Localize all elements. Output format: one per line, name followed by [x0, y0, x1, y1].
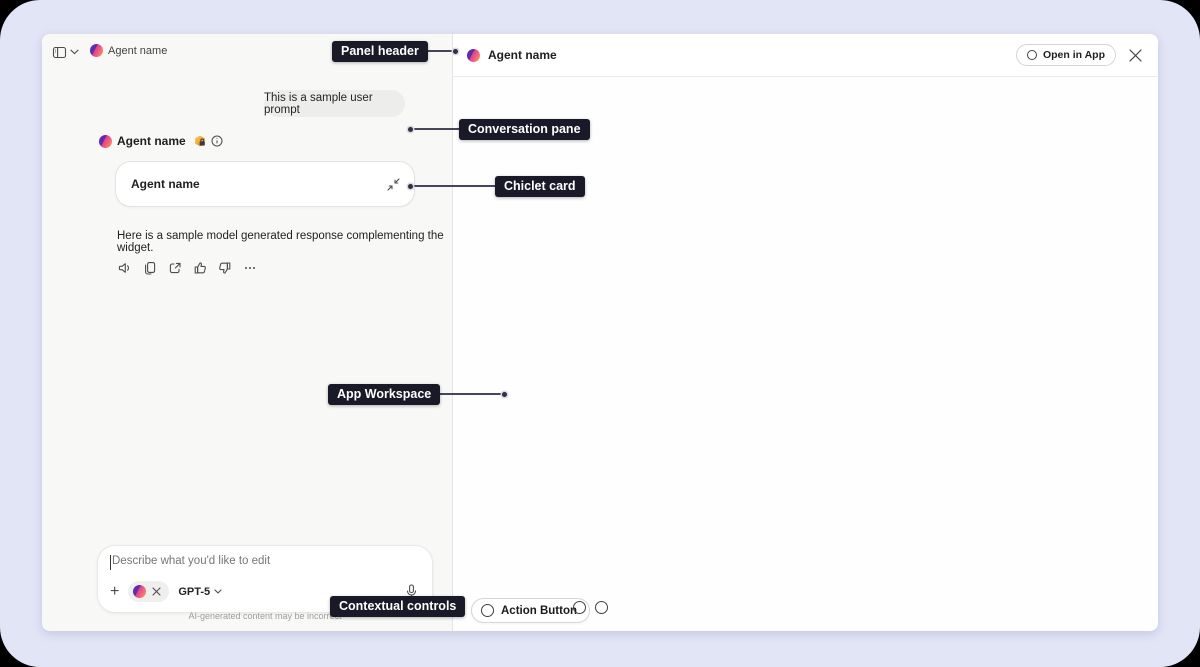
panel-left-icon: [52, 45, 67, 60]
chiclet-card-anchor-dot: [407, 183, 413, 189]
conversation-pane-anchor-dot: [407, 126, 413, 132]
open-in-app-label: Open in App: [1042, 49, 1105, 61]
annotation-conversation-pane: Conversation pane: [459, 119, 590, 140]
assistant-message-header: Agent name: [99, 134, 223, 148]
text-caret: [110, 555, 111, 570]
message-actions-toolbar: [116, 259, 259, 277]
model-selector[interactable]: GPT-5: [178, 586, 222, 598]
user-message-bubble: This is a sample user prompt: [264, 90, 405, 117]
chevron-down-icon: [70, 49, 79, 55]
chevron-down-icon: [214, 589, 222, 594]
info-icon[interactable]: [211, 135, 223, 147]
action-button[interactable]: Action Button: [471, 598, 591, 623]
composer-input[interactable]: [112, 555, 412, 567]
agent-logo: [90, 44, 103, 57]
conversation-pane-connector: [412, 128, 459, 130]
composer-box[interactable]: + GPT-5: [97, 545, 433, 613]
control-circle-icon-1[interactable]: [573, 601, 586, 614]
panel-header: Agent name Open in App: [453, 34, 1158, 77]
model-selector-label: GPT-5: [178, 585, 211, 598]
chiclet-title: Agent name: [131, 177, 200, 191]
assistant-agent-name: Agent name: [117, 134, 186, 148]
read-aloud-icon[interactable]: [116, 259, 134, 277]
app-workspace-connector: [424, 393, 502, 395]
panel-header-connector: [414, 50, 453, 52]
ai-disclaimer: AI-generated content may be incorrect: [188, 611, 342, 621]
open-in-app-button[interactable]: Open in App: [1015, 44, 1116, 66]
copy-icon[interactable]: [141, 259, 159, 277]
panel-header-anchor-dot: [453, 48, 458, 54]
action-button-label: Action Button: [501, 604, 578, 617]
more-actions-icon[interactable]: [241, 259, 259, 277]
share-icon[interactable]: [166, 259, 184, 277]
add-attachment-icon[interactable]: +: [110, 582, 120, 600]
collapse-icon[interactable]: [387, 178, 400, 191]
agent-logo: [467, 48, 480, 62]
composer-controls: + GPT-5: [110, 581, 222, 602]
agent-lock-badge-icon: [194, 135, 206, 147]
agent-logo: [133, 585, 147, 598]
agent-context-chip[interactable]: [128, 581, 170, 602]
annotation-contextual-controls: Contextual controls: [330, 596, 466, 617]
left-header-agent-name: Agent name: [108, 45, 168, 57]
sidebar-toggle-button[interactable]: [52, 43, 82, 61]
panel-header-agent-name: Agent name: [488, 48, 557, 62]
thumbs-up-icon[interactable]: [191, 259, 209, 277]
annotation-panel-header: Panel header: [332, 41, 428, 62]
chiclet-card-connector: [412, 185, 495, 187]
control-circle-icon-2[interactable]: [595, 601, 608, 614]
annotation-chiclet-card: Chiclet card: [495, 176, 585, 197]
annotation-app-workspace: App Workspace: [328, 384, 441, 405]
action-circle-icon: [481, 604, 494, 617]
app-workspace-anchor-dot: [501, 391, 507, 397]
conversation-pane: Agent name This is a sample user prompt …: [42, 34, 452, 631]
remove-chip-icon[interactable]: [152, 587, 161, 596]
user-message-text: This is a sample user prompt: [264, 91, 373, 116]
agent-logo: [99, 134, 112, 148]
thumbs-down-icon[interactable]: [216, 259, 234, 277]
app-circle-icon: [1026, 50, 1037, 60]
chiclet-card[interactable]: Agent name: [115, 161, 415, 207]
copilot-app-window: Agent name This is a sample user prompt …: [42, 34, 1158, 631]
close-icon[interactable]: [1129, 48, 1142, 62]
assistant-response-text: Here is a sample model generated respons…: [117, 230, 444, 254]
